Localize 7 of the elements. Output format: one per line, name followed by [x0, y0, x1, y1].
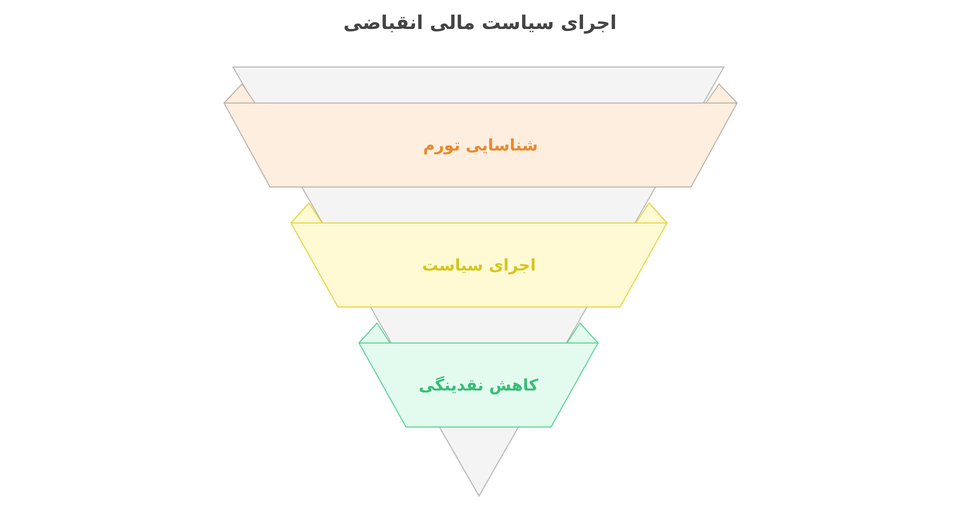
band-label: کاهش نقدینگی	[418, 376, 538, 394]
funnel-band	[359, 323, 598, 427]
funnel-band	[224, 84, 737, 187]
title: اجرای سیاست مالی انقباضی	[343, 12, 617, 34]
band-label: شناسایی تورم	[423, 136, 538, 154]
funnel-band	[291, 203, 667, 307]
band-label: اجرای سیاست	[422, 256, 536, 274]
